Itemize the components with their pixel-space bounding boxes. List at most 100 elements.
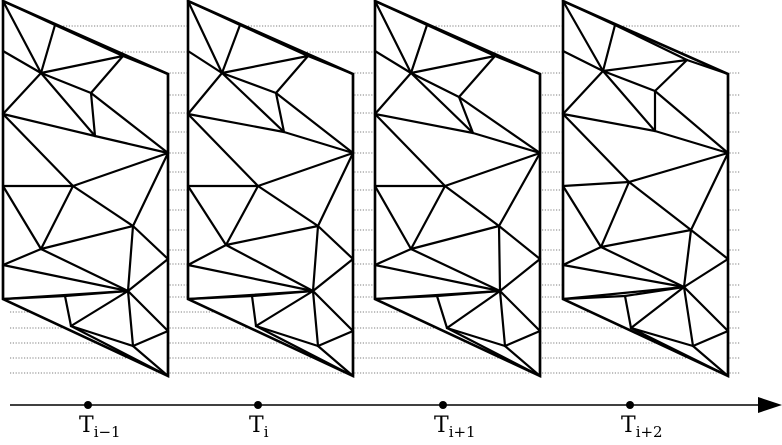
time-tick: Ti — [249, 401, 269, 441]
mesh-panels — [1, 0, 730, 379]
mesh-edge — [89, 91, 170, 155]
mesh-edge — [224, 184, 260, 247]
mesh-edge — [498, 289, 507, 348]
mesh-edge — [131, 344, 170, 378]
mesh-edge — [71, 184, 135, 228]
time-axis-arrowhead-icon — [758, 397, 782, 413]
mesh-panel-background — [3, 1, 168, 376]
mesh-edge — [126, 289, 170, 333]
mesh-edge — [682, 257, 730, 289]
mesh-edge — [186, 184, 228, 247]
mesh-edge — [256, 184, 320, 228]
mesh-edge — [220, 54, 310, 75]
mesh-edge — [89, 54, 125, 95]
mesh-edge — [1, 247, 43, 267]
mesh-edge — [220, 71, 278, 95]
time-tick-dot — [626, 401, 634, 409]
mesh-panel-background — [188, 1, 353, 376]
mesh-edge — [623, 285, 686, 298]
mesh-edge — [561, 69, 605, 116]
mesh-edge — [691, 329, 730, 348]
mesh-edge — [373, 184, 413, 251]
mesh-edge — [256, 151, 355, 188]
time-tick-subscript: i+1 — [449, 423, 476, 440]
mesh-edge — [126, 224, 135, 293]
mesh-edge — [443, 184, 501, 228]
mesh-edge — [186, 49, 224, 75]
mesh-edge — [373, 112, 475, 135]
mesh-edge — [497, 224, 502, 293]
mesh-edge — [373, 294, 439, 301]
mesh-edge — [93, 134, 170, 155]
mesh-panel-background — [375, 1, 540, 376]
mesh-edge — [126, 257, 170, 293]
mesh-edge — [1, 263, 130, 293]
mesh-edge — [601, 69, 657, 133]
mesh-edge — [561, 180, 631, 188]
mesh-edge — [69, 324, 135, 348]
mesh-edge — [561, 112, 631, 184]
mesh-edge — [186, 243, 228, 267]
mesh-edge — [561, 294, 627, 301]
mesh-edge — [623, 294, 633, 330]
mesh-edge — [691, 344, 730, 378]
time-axis — [10, 397, 782, 413]
mesh-edge — [629, 326, 695, 348]
mesh-edge — [653, 129, 730, 155]
mesh-edge — [689, 228, 730, 261]
mesh-edge — [63, 294, 73, 328]
time-tick-dot — [84, 401, 92, 409]
mesh-edge — [254, 289, 315, 328]
mesh-edge — [186, 112, 286, 134]
time-tick: Ti+1 — [434, 401, 476, 441]
mesh-edge — [613, 23, 689, 62]
time-tick-base: T — [79, 413, 94, 438]
mesh-edge — [186, 263, 315, 293]
mesh-edge — [561, 0, 605, 73]
mesh-edge — [250, 289, 315, 298]
time-tick-label: Ti+1 — [434, 413, 476, 440]
mesh-edge — [63, 289, 130, 298]
mesh-edge — [682, 285, 695, 348]
mesh-edge — [497, 151, 542, 228]
mesh-edge — [435, 294, 449, 330]
mesh-edge — [373, 112, 447, 188]
mesh-edge — [561, 49, 605, 73]
mesh-edge — [39, 224, 135, 251]
mesh-edge — [629, 285, 686, 330]
time-tick-subscript: i+2 — [636, 423, 663, 440]
mesh-edge — [39, 71, 93, 95]
mesh-edge — [254, 324, 320, 348]
mesh-edge — [373, 71, 413, 116]
mesh-edge — [126, 289, 135, 348]
mesh-edge — [220, 23, 242, 75]
mesh-edge — [409, 23, 429, 75]
mesh-edge — [89, 91, 97, 138]
mesh-edge — [373, 0, 413, 75]
time-tick-subscript: i — [264, 423, 269, 440]
mesh-edge — [39, 23, 57, 75]
mesh-edge — [601, 58, 689, 73]
mesh-edge — [69, 289, 130, 328]
mesh-edge — [561, 184, 603, 249]
mesh-edge — [311, 257, 355, 293]
mesh-edge — [409, 54, 497, 75]
mesh-edge — [682, 285, 730, 333]
time-tick-label: Ti+2 — [621, 413, 663, 440]
mesh-t-i-plus-2 — [561, 0, 730, 379]
time-tick: Ti+2 — [621, 401, 663, 441]
mesh-edge — [497, 224, 542, 261]
mesh-edge — [599, 228, 693, 249]
mesh-edge — [1, 112, 97, 138]
time-tick: Ti−1 — [79, 401, 121, 441]
mesh-edge — [435, 289, 502, 298]
mesh-edge — [131, 224, 170, 261]
mesh-edge — [601, 23, 617, 73]
time-tick-label: Ti−1 — [79, 413, 121, 440]
mesh-edge — [409, 71, 475, 135]
mesh-edge — [409, 71, 461, 99]
mesh-edge — [274, 91, 286, 134]
mesh-edge — [457, 54, 497, 99]
